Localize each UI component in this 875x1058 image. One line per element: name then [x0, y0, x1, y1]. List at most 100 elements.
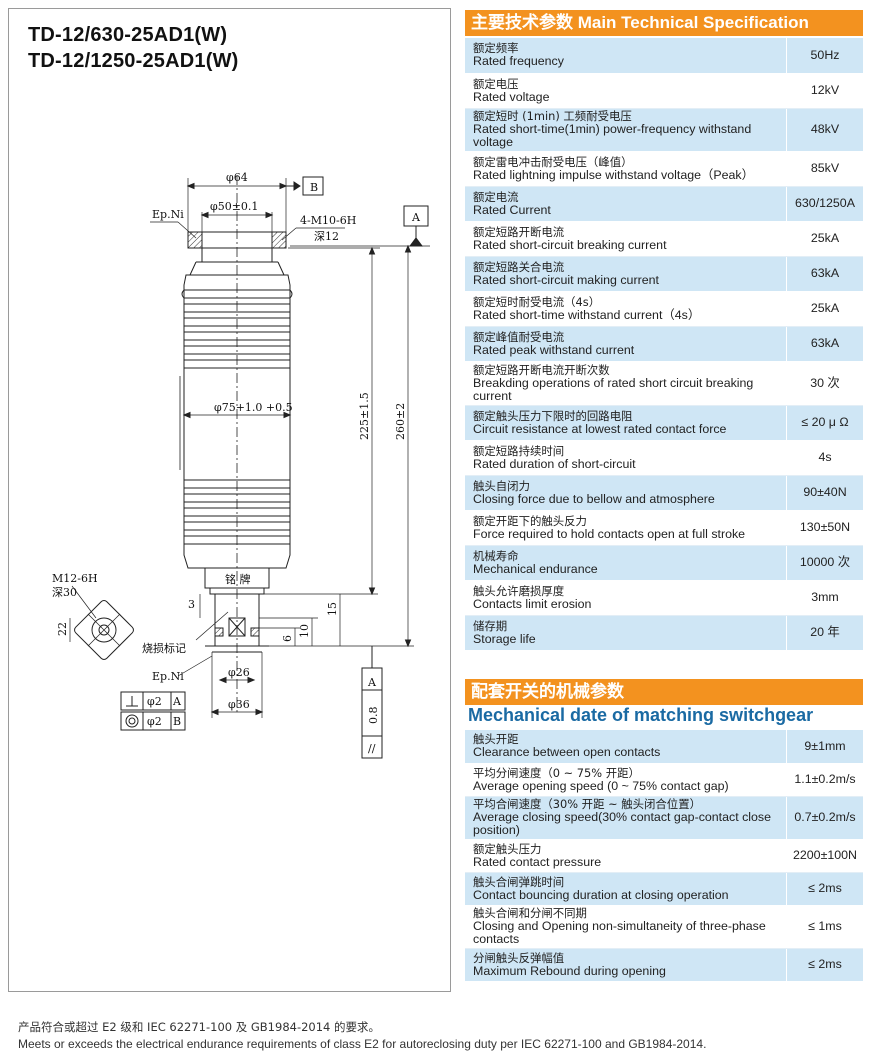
param-value: 130±50N	[786, 510, 863, 546]
dim-10: 10	[298, 624, 311, 638]
dim-15: 15	[326, 602, 339, 616]
param-name-en: Rated short-circuit making current	[473, 272, 659, 287]
parallel-symbol: //	[368, 742, 376, 755]
param-name-en: Breakding operations of rated short circ…	[473, 375, 754, 403]
param-value: 0.7±0.2m/s	[786, 796, 863, 840]
param-name-en: Rated duration of short-circuit	[473, 456, 636, 471]
stem-hole	[228, 617, 246, 637]
param-value: 25kA	[786, 221, 863, 257]
param-name-en: Force required to hold contacts open at …	[473, 526, 746, 541]
param-name-zh: 额定短时 (1min) 工频耐受电压	[473, 109, 632, 123]
spec-row: 额定雷电冲击耐受电压（峰值）Rated lightning impulse wi…	[465, 151, 863, 187]
param-name-zh: 平均分闸速度（0 ~ 75% 开距）	[473, 765, 640, 780]
tol-perp-value: φ2	[147, 695, 162, 708]
param-value: ≤ 1ms	[786, 905, 863, 949]
param-name-en: Average closing speed(30% contact gap-co…	[473, 810, 772, 837]
drawing-panel	[8, 8, 451, 992]
param-value: 9±1mm	[786, 730, 863, 764]
param-value: 90±40N	[786, 475, 863, 511]
param-name-en: Rated voltage	[473, 89, 550, 104]
param-value: 63kA	[786, 326, 863, 362]
dim-3: 3	[188, 598, 195, 611]
param-name-zh: 额定频率	[473, 41, 519, 56]
spec-section-title: 主要技术参数 Main Technical Specification	[465, 10, 863, 36]
depth-12: 深12	[314, 230, 339, 243]
param-value: 630/1250A	[786, 186, 863, 222]
model-name-630: TD-12/630-25AD1(W)	[28, 24, 228, 46]
thread-detail	[91, 617, 117, 643]
dim-phi75: φ75+1.0 +0.5	[214, 401, 293, 414]
param-name-zh: 储存期	[473, 618, 508, 633]
tol-conc-datum: B	[173, 715, 181, 728]
depth-30: 深30	[52, 586, 77, 599]
param-value: 30 次	[786, 361, 863, 406]
param-name-en: Storage life	[473, 631, 536, 646]
ep-ni-bottom: Ep.Ni	[152, 670, 184, 683]
technical-drawing: φ64 B φ50±0.1 Ep.Ni 4-M10-6H 深12 A φ75+1…	[52, 171, 430, 759]
param-name-zh: 额定短路关合电流	[473, 259, 565, 274]
parallel-08: 0.8	[367, 707, 380, 725]
datum-a-top: A	[411, 211, 421, 224]
param-name-zh: 额定电压	[473, 76, 519, 91]
param-value: 2200±100N	[786, 839, 863, 873]
dim-6: 6	[281, 635, 294, 642]
dim-260: 260±2	[394, 403, 407, 440]
param-name-zh: 触头合闸弹跳时间	[473, 874, 565, 889]
param-value: 1.1±0.2m/s	[786, 763, 863, 797]
spec-row: 平均合闸速度（30% 开距 ~ 触头闭合位置）Average closing s…	[465, 796, 863, 840]
param-name-zh: 触头开距	[473, 732, 519, 747]
param-name-zh: 触头自闭力	[473, 478, 530, 493]
spec-row: 平均分闸速度（0 ~ 75% 开距）Average opening speed …	[465, 763, 863, 797]
dim-phi64: φ64	[226, 171, 248, 184]
datum-a-bottom: A	[367, 676, 377, 689]
param-value: 85kV	[786, 151, 863, 187]
param-name-zh: 触头允许磨损厚度	[473, 583, 565, 598]
param-value: ≤ 20 μ Ω	[786, 405, 863, 441]
param-name-zh: 触头合闸和分闸不同期	[473, 906, 587, 920]
wear-mark-label: 烧损标记	[142, 641, 186, 655]
param-value: 63kA	[786, 256, 863, 292]
param-name-en: Rated peak withstand current	[473, 342, 635, 357]
param-name-zh: 分闸触头反弹幅值	[473, 950, 565, 965]
tol-conc-value: φ2	[147, 715, 162, 728]
param-name-en: Rated short-time withstand current（4s）	[473, 307, 701, 322]
param-label: 额定短时耐受电流（4s）Rated short-time withstand c…	[465, 291, 787, 327]
dim-phi36: φ36	[228, 698, 250, 711]
param-value: 20 年	[786, 615, 863, 651]
param-value: 25kA	[786, 291, 863, 327]
footer-note-zh: 产品符合或超过 E2 级和 IEC 62271-100 及 GB1984-201…	[18, 1020, 381, 1034]
dim-22: 22	[56, 622, 69, 636]
param-name-en: Rated Current	[473, 202, 551, 217]
mech-section-title: 配套开关的机械参数	[465, 679, 863, 705]
